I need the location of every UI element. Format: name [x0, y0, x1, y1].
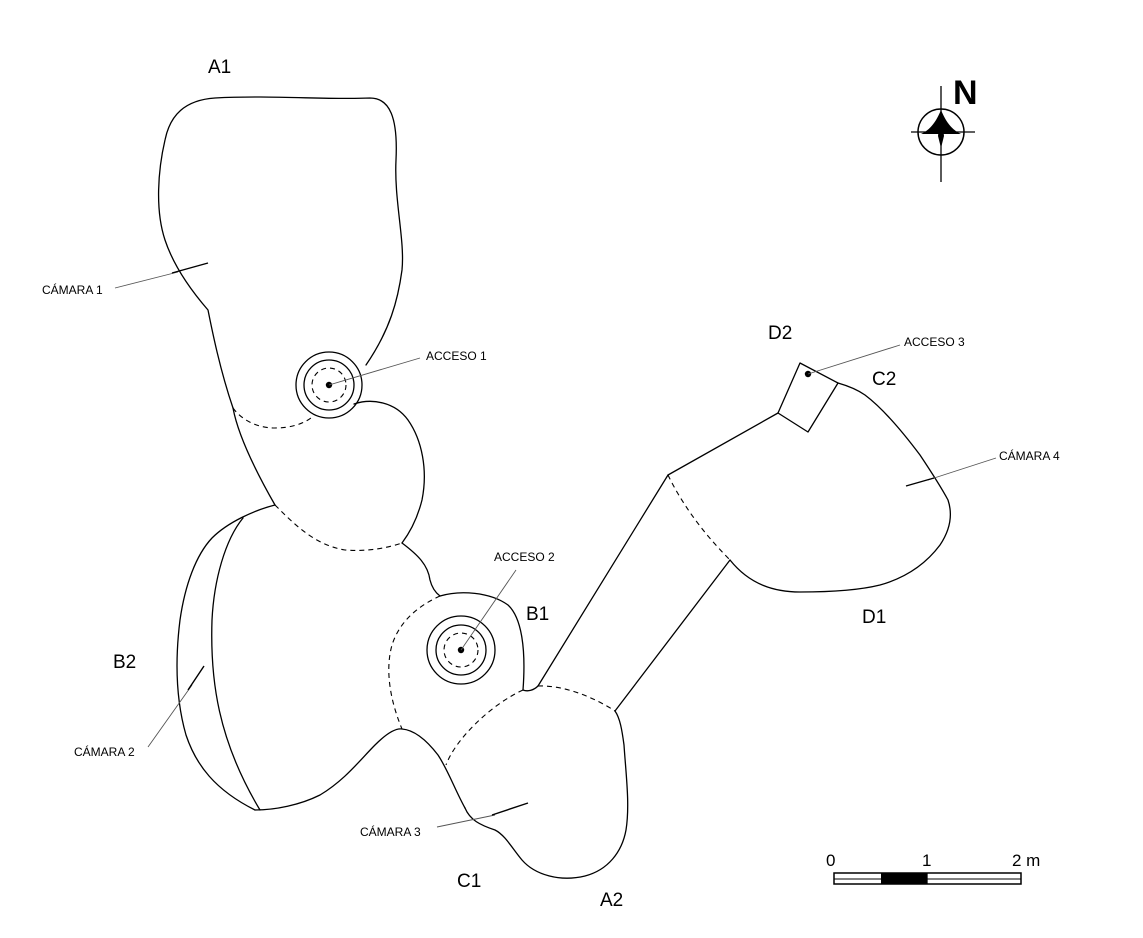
- north-label: N: [953, 74, 978, 112]
- gallery-south-wall: [614, 559, 731, 712]
- acceso-2-leader: [460, 569, 517, 651]
- acceso-2-label: ACCESO 2: [494, 550, 555, 564]
- section-label-a2: A2: [600, 890, 623, 911]
- acceso-1-leader: [328, 357, 421, 386]
- section-label-d2: D2: [768, 323, 792, 344]
- chamber-3-divider-east: [537, 685, 616, 712]
- section-label-b2: B2: [113, 652, 136, 673]
- acceso-1-label: ACCESO 1: [426, 349, 487, 363]
- scale-label-0: 0: [826, 851, 835, 870]
- section-label-d1: D1: [862, 607, 886, 628]
- acceso-3-label: ACCESO 3: [904, 335, 965, 349]
- access-3-shaft: [777, 362, 839, 433]
- scale-bar: [833, 872, 1022, 885]
- chamber-2-east-wall: [401, 542, 441, 597]
- camara-1-tick: [171, 262, 209, 274]
- chamber-2-south-wall: [254, 728, 466, 811]
- chamber-2-inner-wall: [211, 517, 261, 811]
- scale-label-2m: 2 m: [1012, 851, 1040, 870]
- section-label-b1: B1: [526, 604, 549, 625]
- acceso-3-leader: [807, 344, 901, 375]
- camara-2-tick: [187, 665, 205, 691]
- chamber-3-wall: [464, 710, 629, 879]
- gallery-north-wall: [537, 474, 669, 687]
- chamber-4-divider: [667, 474, 731, 561]
- scale-label-1: 1: [922, 851, 931, 870]
- section-label-c2: C2: [872, 369, 896, 390]
- chamber-1-wall: [157, 96, 404, 409]
- chamber-2-b1-wall: [439, 592, 525, 691]
- access-1-shaft: [295, 351, 363, 419]
- gallery-to-access-3-wall: [667, 412, 779, 476]
- camara-2-label: CÁMARA 2: [74, 744, 135, 759]
- section-label-c1: C1: [457, 871, 481, 892]
- connector-1-2-west: [232, 407, 276, 506]
- camara-3-leader: [436, 814, 496, 828]
- camara-4-tick: [905, 477, 935, 487]
- chamber-2-outer-wall: [176, 504, 276, 811]
- chamber-1-divider: [232, 407, 312, 429]
- chamber-3-divider-north: [445, 689, 524, 766]
- chamber-4-wall: [729, 382, 951, 593]
- connector-1-2-east: [353, 400, 425, 544]
- camara-4-leader: [927, 457, 997, 481]
- section-label-a1: A1: [208, 57, 231, 78]
- camara-4-label: CÁMARA 4: [999, 448, 1060, 463]
- north-arrow: [911, 86, 975, 182]
- camara-1-leader: [114, 271, 179, 289]
- camara-3-label: CÁMARA 3: [360, 824, 421, 839]
- chamber-2-divider: [388, 595, 441, 730]
- camara-2-leader: [147, 684, 193, 748]
- camara-3-tick: [491, 802, 529, 816]
- camara-1-label: CÁMARA 1: [42, 282, 103, 297]
- access-2-shaft: [426, 615, 496, 685]
- chamber-3-north-wall: [522, 685, 539, 692]
- connector-1-2-divider: [274, 504, 403, 551]
